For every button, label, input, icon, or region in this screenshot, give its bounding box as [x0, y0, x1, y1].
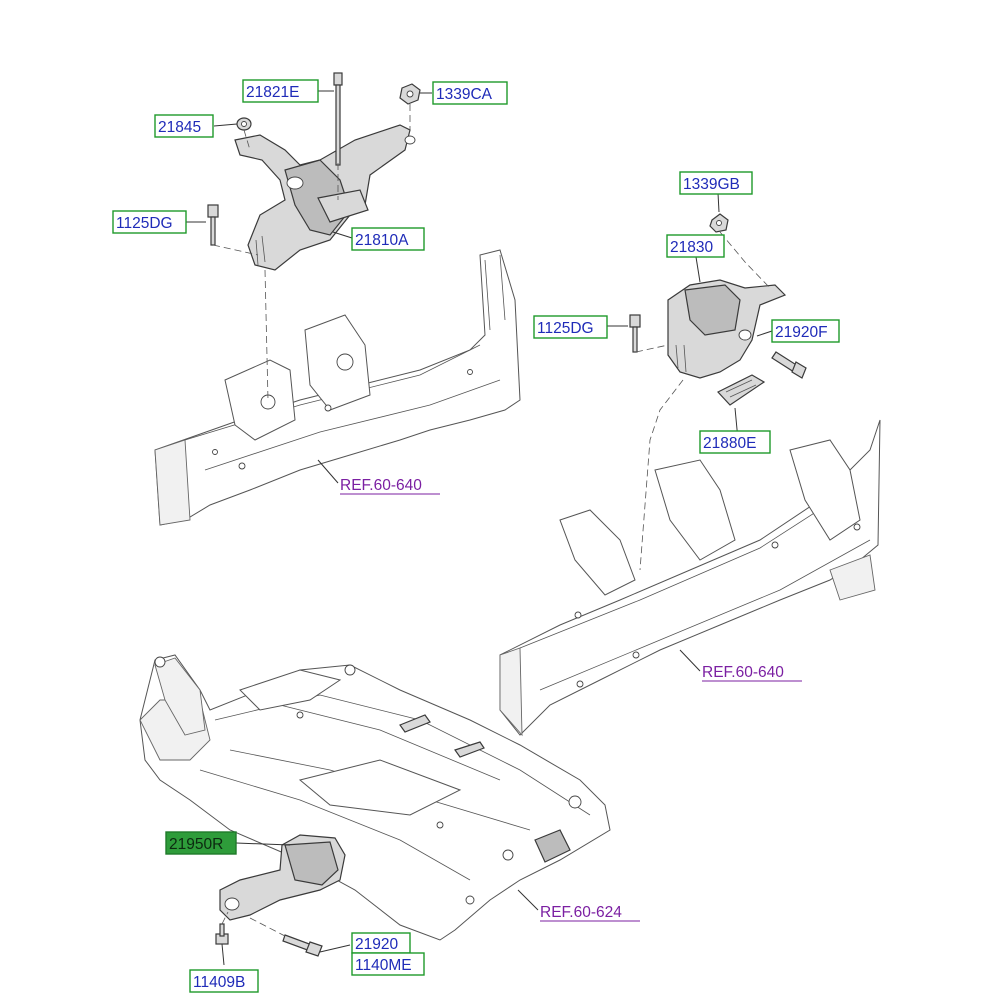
- mount-21830: [667, 279, 787, 379]
- label-21880e[interactable]: 21880E: [699, 430, 771, 454]
- label-21821e[interactable]: 21821E: [242, 79, 319, 103]
- label-21880e-text: 21880E: [703, 435, 756, 452]
- label-1140me[interactable]: 1140ME: [351, 952, 425, 976]
- label-1125dg-right[interactable]: 1125DG: [533, 315, 608, 339]
- label-21920-text: 21920: [355, 936, 398, 953]
- bolt-1140me: [282, 934, 323, 957]
- ref-60-640-right[interactable]: REF.60-640: [702, 664, 802, 682]
- label-21845[interactable]: 21845: [154, 114, 214, 138]
- label-21950r[interactable]: 21950R: [165, 831, 237, 855]
- bolt-1125dg-right: [629, 314, 641, 353]
- label-1125dg-left-text: 1125DG: [116, 215, 173, 232]
- heat-shield-21880e: [717, 374, 766, 406]
- label-21845-text: 21845: [158, 119, 201, 136]
- label-1339ca[interactable]: 1339CA: [432, 81, 508, 105]
- label-21810a[interactable]: 21810A: [351, 227, 425, 251]
- label-21830[interactable]: 21830: [666, 234, 725, 258]
- bolt-1125dg-left: [207, 204, 219, 246]
- label-1339gb-text: 1339GB: [683, 176, 740, 193]
- nut-1339ca: [399, 83, 421, 105]
- nut-1339gb: [709, 213, 729, 233]
- ref-60-640-left[interactable]: REF.60-640: [340, 477, 440, 495]
- label-1125dg-right-text: 1125DG: [537, 320, 594, 337]
- washer-21845: [236, 117, 252, 131]
- rear-mount-21950r: [219, 834, 346, 921]
- label-1140me-text: 1140ME: [355, 957, 412, 974]
- label-21920f[interactable]: 21920F: [771, 319, 840, 343]
- ref-60-624-text: REF.60-624: [540, 904, 622, 921]
- label-21950r-text: 21950R: [169, 836, 223, 853]
- label-11409b[interactable]: 11409B: [189, 969, 259, 993]
- label-21830-text: 21830: [670, 239, 713, 256]
- ref-60-640-right-text: REF.60-640: [702, 664, 784, 681]
- bolt-11409b: [215, 923, 229, 945]
- left-frame-rail: [154, 249, 521, 526]
- label-11409b-text: 11409B: [193, 974, 245, 991]
- label-1125dg-left[interactable]: 1125DG: [112, 210, 187, 234]
- bolt-21920f: [771, 351, 807, 379]
- label-21920f-text: 21920F: [775, 324, 828, 341]
- label-1339ca-text: 1339CA: [436, 86, 493, 103]
- ref-60-640-left-text: REF.60-640: [340, 477, 422, 494]
- mount-bracket-21810a: [234, 124, 416, 271]
- label-1339gb[interactable]: 1339GB: [679, 171, 753, 195]
- ref-60-624[interactable]: REF.60-624: [540, 904, 640, 922]
- right-frame-rail: [499, 419, 881, 737]
- label-21821e-text: 21821E: [246, 84, 299, 101]
- label-21920[interactable]: 21920: [351, 932, 411, 954]
- crossmember-subframe: [139, 654, 611, 941]
- label-21810a-text: 21810A: [355, 232, 409, 249]
